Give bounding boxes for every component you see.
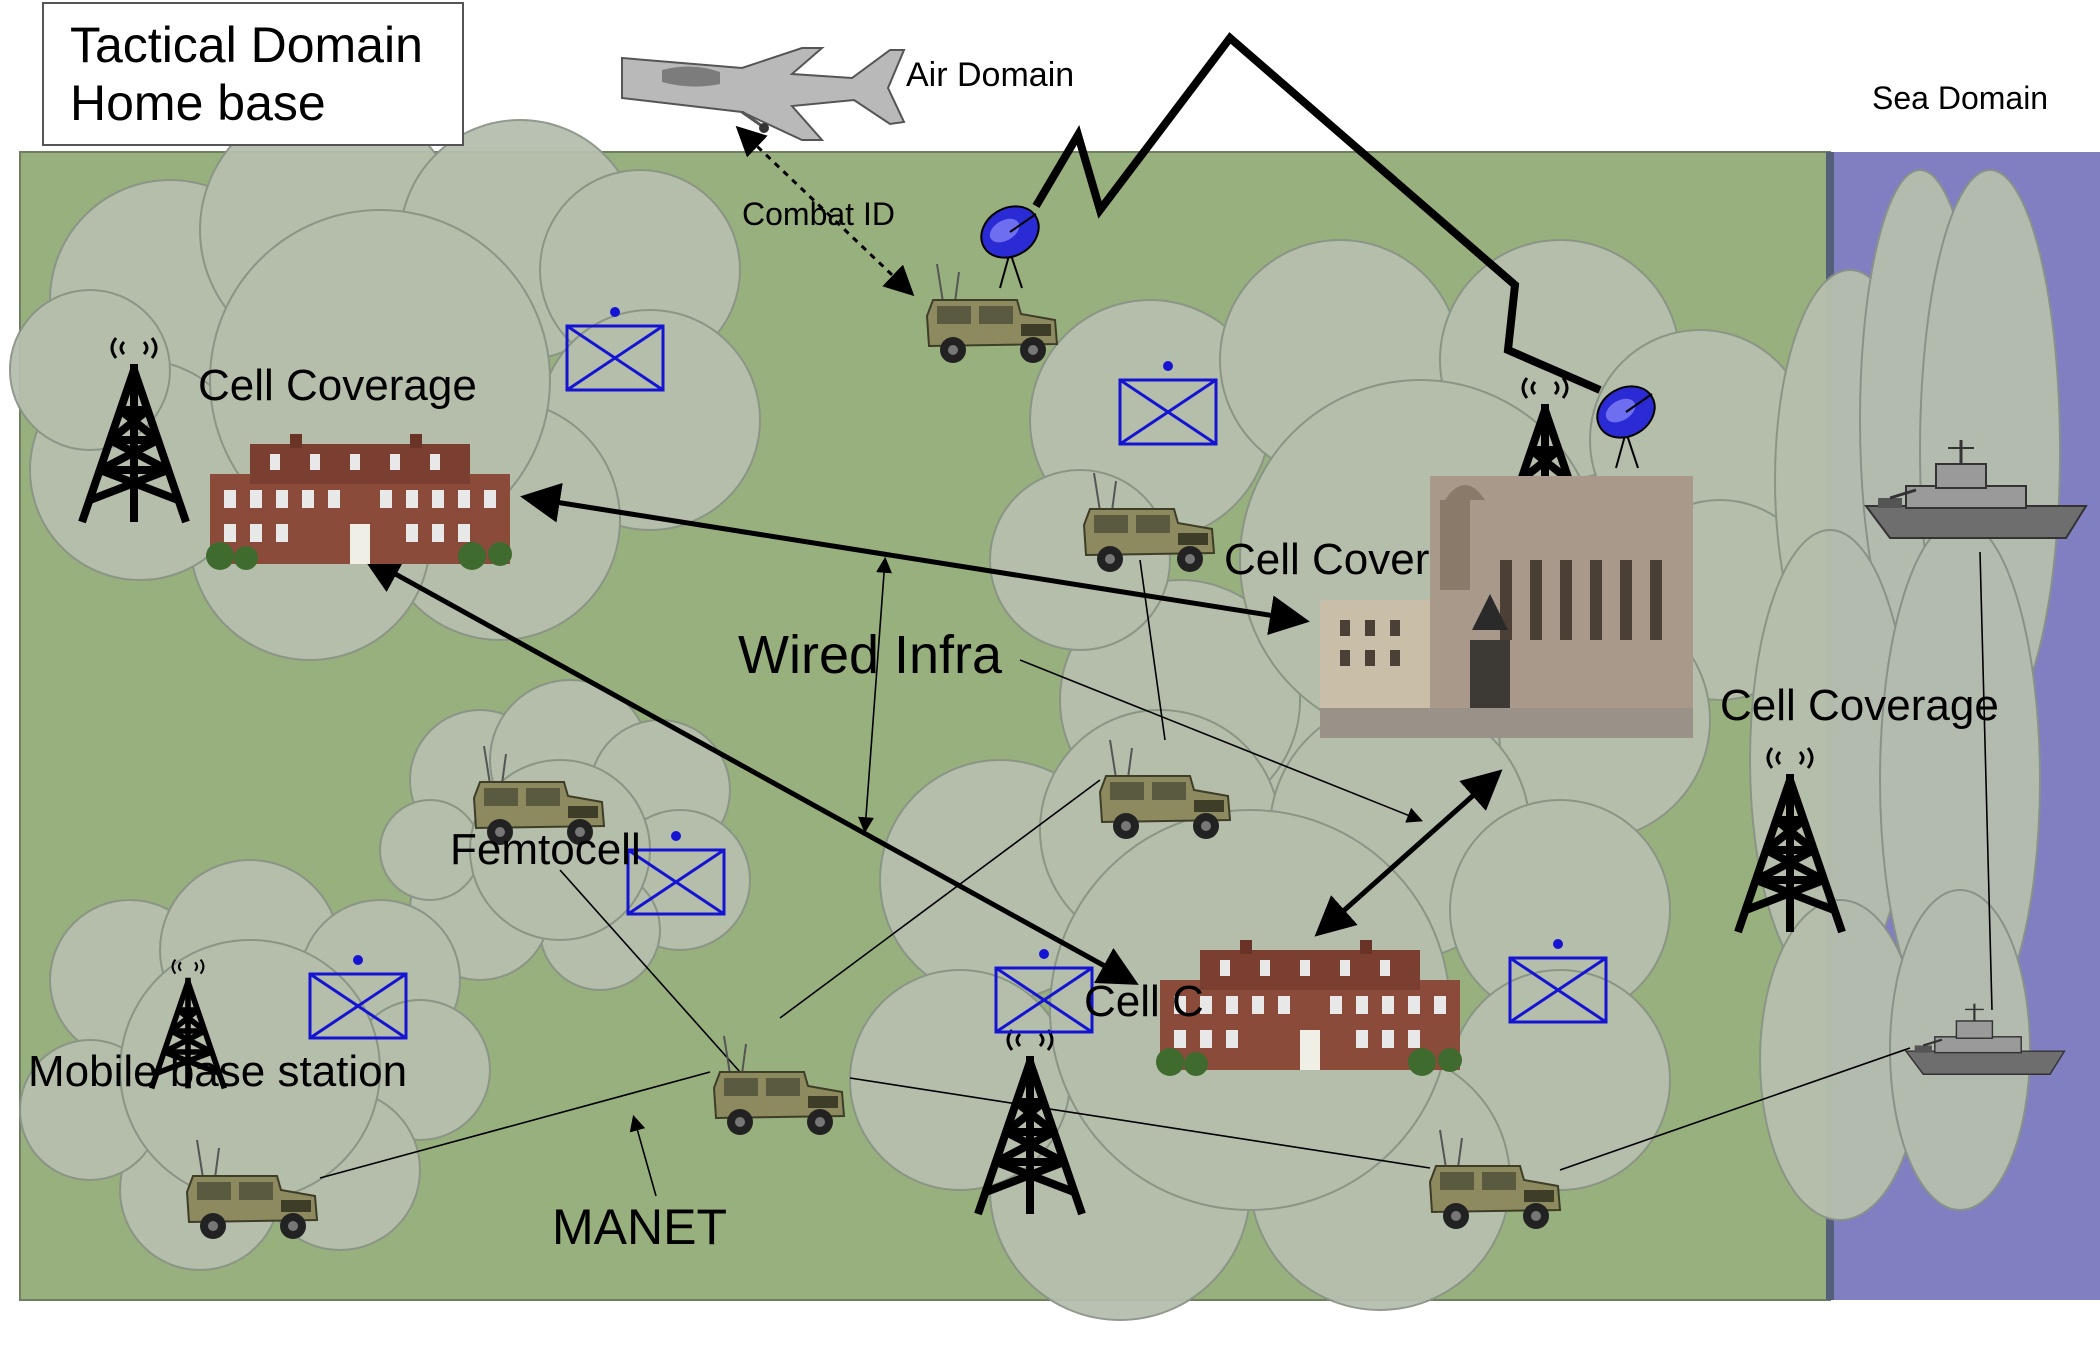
wired-infra-label: Wired Infra [738, 625, 1003, 685]
building-icon [1320, 476, 1693, 738]
cell-coverage-center-right-label: Cell Cover [1224, 535, 1430, 584]
satcom-link [1032, 32, 1602, 394]
combat-id-label: Combat ID [742, 196, 895, 232]
cell-coverage-bottom-center-label: Cell C [1084, 977, 1204, 1026]
title-line-2: Home base [70, 75, 326, 131]
cell-coverage-sea-label: Cell Coverage [1720, 681, 1999, 730]
building-icon [206, 434, 512, 570]
manet-label: MANET [552, 1199, 727, 1255]
combat-id-link [735, 125, 915, 297]
title-box: Tactical Domain Home base [42, 2, 464, 146]
femtocell-label: Femtocell [450, 825, 641, 874]
title-line-1: Tactical Domain [70, 17, 423, 73]
cell-coverage-top-left-label: Cell Coverage [198, 361, 477, 410]
wired-links [361, 482, 1503, 985]
mobile-base-station-label: Mobile base station [28, 1047, 408, 1096]
sea-domain-label: Sea Domain [1872, 80, 2049, 116]
fighter-jet-icon [621, 47, 906, 141]
air-domain-label: Air Domain [906, 56, 1075, 94]
